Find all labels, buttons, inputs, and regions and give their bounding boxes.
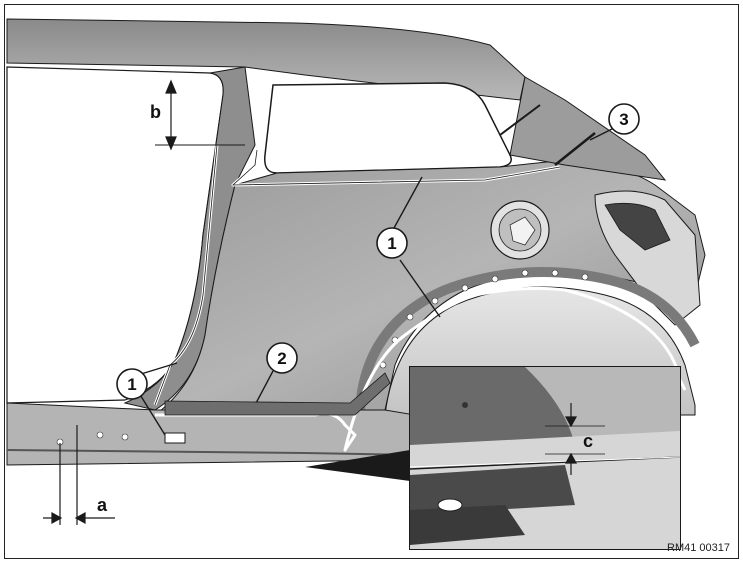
leader-1-rear-down: [399, 259, 441, 318]
dimension-a: [43, 425, 115, 525]
detail-inset: [409, 366, 681, 550]
leader-3: [589, 127, 615, 141]
tail-light-inner: [604, 202, 671, 251]
svg-text:1: 1: [387, 234, 396, 253]
dimension-b-label: b: [150, 102, 161, 122]
rocker-lower-edge: [6, 449, 416, 456]
detail-pointer: [305, 450, 410, 481]
svg-text:2: 2: [277, 349, 286, 368]
cut-line-arch: [155, 286, 687, 452]
dimension-a-label: a: [97, 495, 108, 515]
dimension-b: [155, 79, 245, 151]
reference-code: RM41 00317: [667, 542, 730, 554]
svg-text:3: 3: [619, 110, 628, 129]
body-side-panel-diagram: c b a 1 1 2 3: [6, 5, 738, 550]
quarter-window: [264, 82, 512, 174]
diagram-frame: c b a 1 1 2 3 RM41 00317: [4, 4, 739, 559]
callout-1-pillar: 1: [116, 368, 148, 400]
callout-3: 3: [608, 103, 640, 135]
pillar-insert: [164, 432, 186, 444]
reinforcement-strap: [164, 372, 391, 416]
c-pillar-cut-mark: [554, 132, 596, 166]
roof-rail: [7, 5, 738, 285]
leader-1-rear-up: [393, 176, 423, 229]
roof-panel: [6, 18, 526, 101]
callout-1-rear: 1: [376, 227, 408, 259]
leader-1-pillar-down: [138, 392, 166, 436]
leader-lines: [138, 127, 615, 436]
dimension-c-label: c: [583, 431, 593, 451]
leader-2: [254, 370, 274, 406]
leader-1-pillar-up: [140, 362, 178, 375]
callout-2: 2: [266, 342, 298, 374]
roof-cut-mark: [499, 104, 541, 136]
fuel-filler-cap: [509, 216, 536, 246]
wheel-arch-flange: [355, 267, 700, 411]
inset-cut-line: [409, 456, 681, 468]
svg-text:1: 1: [127, 375, 136, 394]
dimension-c: [545, 403, 605, 475]
rear-corner-panel: [509, 76, 667, 181]
